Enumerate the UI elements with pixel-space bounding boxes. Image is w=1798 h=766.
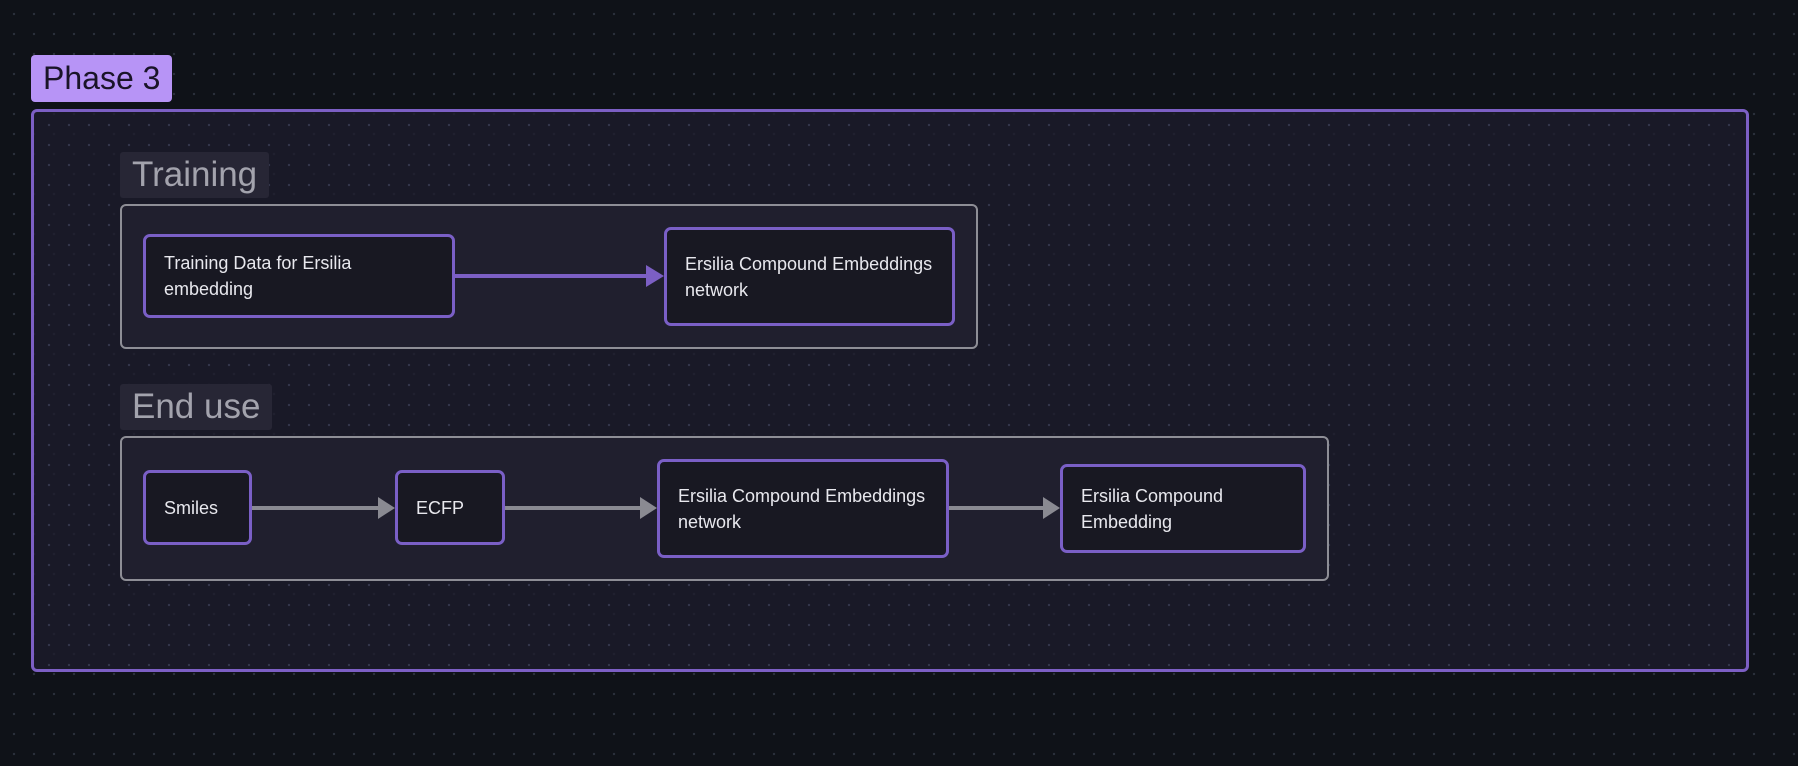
edge-network-to-embedding[interactable] [949, 497, 1060, 519]
training-network-node[interactable]: Ersilia Compound Embeddings network [664, 227, 955, 326]
training-network-node-label: Ersilia Compound Embeddings network [685, 253, 933, 300]
training-data-node-label: Training Data for Ersilia embedding [164, 253, 352, 299]
training-group-label: Training [120, 152, 270, 198]
ecfp-node[interactable]: ECFP [395, 470, 505, 545]
embedding-node[interactable]: Ersilia Compound Embedding [1060, 464, 1306, 553]
edge-arrowhead [378, 497, 395, 519]
end-use-group-label: End use [120, 384, 273, 430]
smiles-node[interactable]: Smiles [143, 470, 252, 545]
training-data-node[interactable]: Training Data for Ersilia embedding [143, 234, 455, 318]
phase-label[interactable]: Phase 3 [31, 55, 173, 102]
smiles-node-label: Smiles [164, 497, 219, 518]
end-use-network-node[interactable]: Ersilia Compound Embeddings network [657, 459, 949, 558]
end-use-network-node-label: Ersilia Compound Embeddings network [678, 485, 926, 532]
edge-ecfp-to-network[interactable] [505, 497, 657, 519]
edge-arrowhead [646, 265, 664, 287]
edge-training-data-to-network[interactable] [455, 265, 664, 287]
ecfp-node-label: ECFP [416, 497, 465, 518]
edge-arrowhead [640, 497, 657, 519]
edge-smiles-to-ecfp[interactable] [252, 497, 395, 519]
edge-arrowhead [1043, 497, 1060, 519]
embedding-node-label: Ersilia Compound Embedding [1081, 485, 1224, 532]
